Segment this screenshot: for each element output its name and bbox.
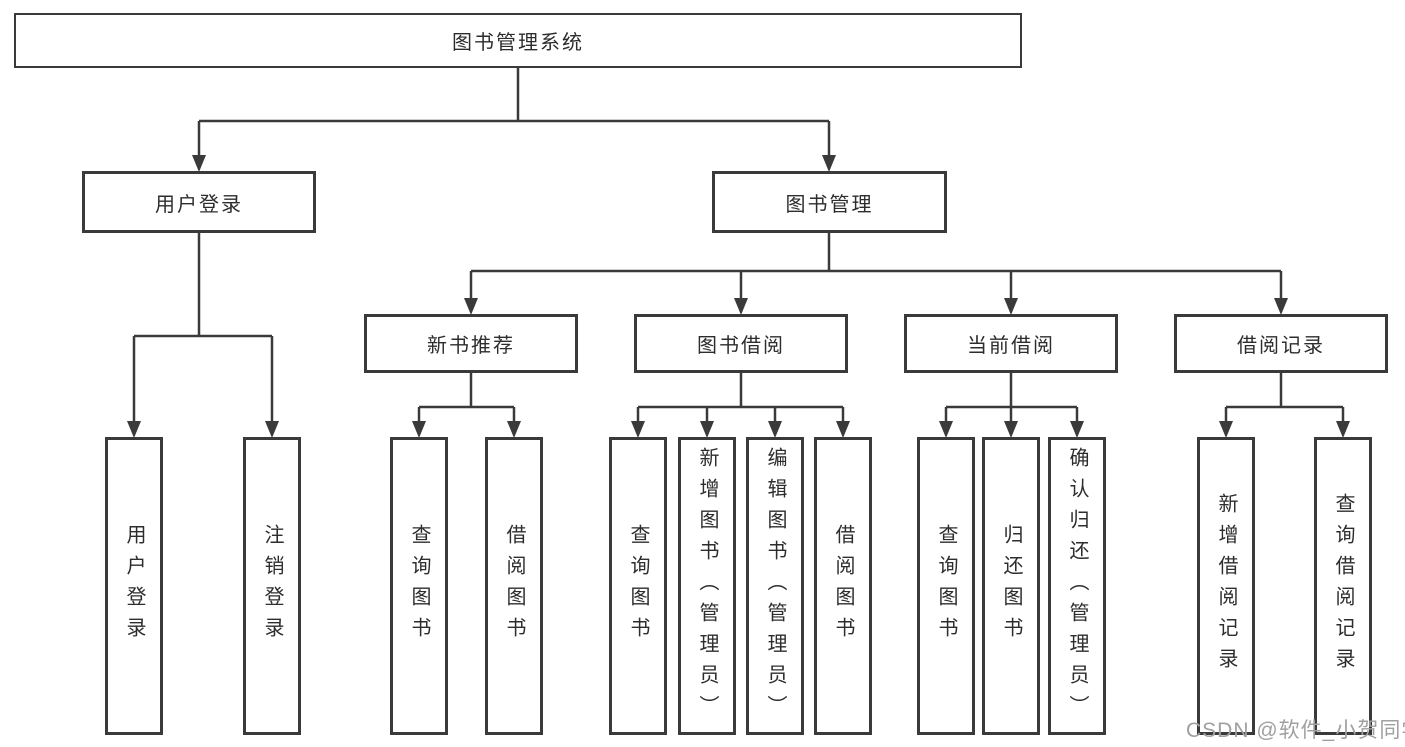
node-borrowing-records: 借阅记录 (1174, 314, 1388, 373)
node-return-book: 归还图书 (982, 437, 1040, 735)
node-query-borrow-record: 查询借阅记录 (1314, 437, 1372, 735)
node-logout: 注销登录 (243, 437, 301, 735)
watermark: CSDN @软件_小贺同学 (1186, 719, 1405, 742)
node-book-management: 图书管理 (712, 171, 947, 233)
node-confirm-return-admin: 确认归还（管理员） (1048, 437, 1106, 735)
node-new-book-recommendation: 新书推荐 (364, 314, 578, 373)
arrowheads (127, 155, 1350, 438)
node-login: 用户登录 (105, 437, 163, 735)
node-borrow-books-recommend: 借阅图书 (485, 437, 543, 735)
node-borrow-books: 借阅图书 (814, 437, 872, 735)
node-edit-book-admin: 编辑图书（管理员） (746, 437, 804, 735)
node-query-books-borrow: 查询图书 (609, 437, 667, 735)
node-query-books-current: 查询图书 (917, 437, 975, 735)
node-query-books-recommend: 查询图书 (390, 437, 448, 735)
node-current-borrowing: 当前借阅 (904, 314, 1118, 373)
node-book-borrowing: 图书借阅 (634, 314, 848, 373)
node-library-system: 图书管理系统 (14, 13, 1022, 68)
node-add-book-admin: 新增图书（管理员） (678, 437, 736, 735)
node-add-borrow-record: 新增借阅记录 (1197, 437, 1255, 735)
node-user-login: 用户登录 (82, 171, 316, 233)
